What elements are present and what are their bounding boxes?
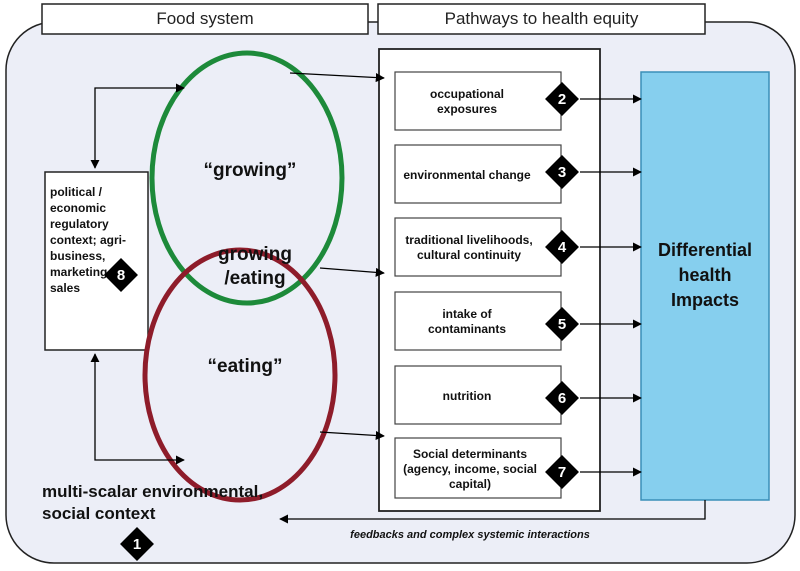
arrow-context-growing: [90, 83, 185, 169]
badge-8-number: 8: [116, 266, 126, 284]
eating-label: “eating”: [207, 356, 283, 377]
food-system-header: Food system: [156, 9, 254, 28]
badge-6-number: 6: [557, 389, 567, 407]
feedback-label: feedbacks and complex systemic interacti…: [350, 529, 590, 541]
badge-1-number: 1: [132, 535, 142, 553]
badge-7-number: 7: [557, 463, 567, 481]
overlap-label: growing /eating: [218, 244, 292, 289]
outer-context-label: multi-scalar environmental, social conte…: [42, 482, 264, 523]
context-box-label: political / economic regulatory context;…: [50, 185, 127, 295]
badge-4: 4: [545, 230, 579, 264]
pathway-label-contaminants: intake of contaminants: [427, 307, 506, 336]
badge-5: 5: [545, 307, 579, 341]
pathway-box-occupational: [394, 71, 562, 131]
growing-oval: [149, 50, 345, 306]
badge-1: 1: [120, 527, 154, 561]
badge-7: 7: [545, 455, 579, 489]
pathway-box-nutrition: [394, 365, 562, 425]
badge-5-number: 5: [557, 315, 567, 333]
pathway-label-social: Social determinants (agency, income, soc…: [403, 446, 537, 491]
badge-2: 2: [545, 82, 579, 116]
arrow-overlap-pathways: [319, 267, 385, 277]
pathway-label-environmental: environmental change: [403, 167, 531, 182]
context-box: [44, 171, 149, 351]
pathway-label-traditional: traditional livelihoods, cultural contin…: [405, 233, 533, 262]
pathway-label-nutrition: nutrition: [442, 388, 492, 403]
arrow-feedback: [279, 500, 706, 524]
arrow-eating-pathways: [319, 430, 385, 441]
badge-3-number: 3: [557, 163, 567, 181]
pathway-box-traditional: [394, 217, 562, 277]
badge-6: 6: [545, 381, 579, 415]
pathway-box-environmental: [394, 144, 562, 204]
header-tab-pathways: [377, 3, 706, 35]
badge-2-number: 2: [557, 90, 567, 108]
badge-8: 8: [104, 258, 138, 292]
pathway-box-social: [394, 437, 562, 499]
growing-label: “growing”: [203, 160, 297, 181]
impacts-label: Differential health Impacts: [657, 239, 753, 310]
badge-3: 3: [545, 155, 579, 189]
badge-4-number: 4: [557, 238, 567, 256]
pathway-label-occupational: occupational exposures: [429, 87, 504, 116]
arrow-context-eating: [90, 353, 185, 465]
pathway-box-contaminants: [394, 291, 562, 351]
pathways-header: Pathways to health equity: [444, 9, 639, 28]
header-tab-food-system: [41, 3, 369, 35]
arrow-growing-pathways: [289, 72, 385, 83]
